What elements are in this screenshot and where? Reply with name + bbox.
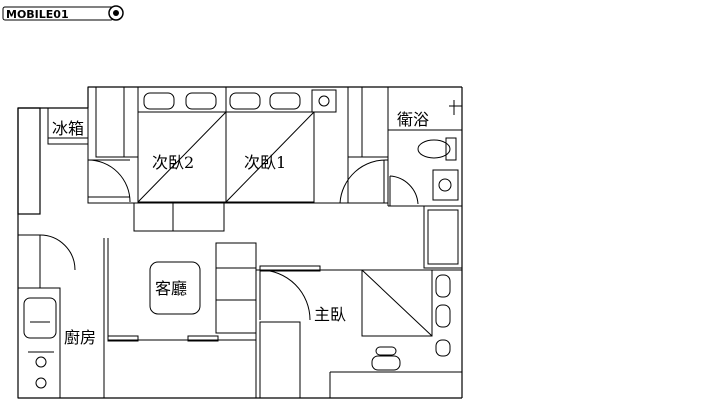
- kitchen: [17, 234, 76, 399]
- logo-text: MOBILE01: [6, 8, 69, 21]
- label-living-room: 客廳: [155, 279, 187, 298]
- bedroom-2: [87, 86, 227, 204]
- label-fridge: 冰箱: [52, 119, 84, 138]
- label-bathroom: 衛浴: [397, 110, 429, 129]
- label-kitchen: 廚房: [64, 328, 96, 347]
- right-cabinet: [423, 205, 463, 269]
- label-bedroom-2: 次臥2: [152, 153, 194, 172]
- mobile01-logo: [2, 5, 124, 21]
- bathroom: [387, 87, 462, 207]
- label-bedroom-1: 次臥1: [244, 153, 286, 172]
- label-master-bedroom: 主臥: [314, 305, 346, 324]
- bedroom-1: [225, 86, 389, 204]
- living-room: [103, 202, 257, 398]
- master-bedroom: [255, 265, 462, 399]
- logo-lettering: MOBILE01: [6, 8, 69, 21]
